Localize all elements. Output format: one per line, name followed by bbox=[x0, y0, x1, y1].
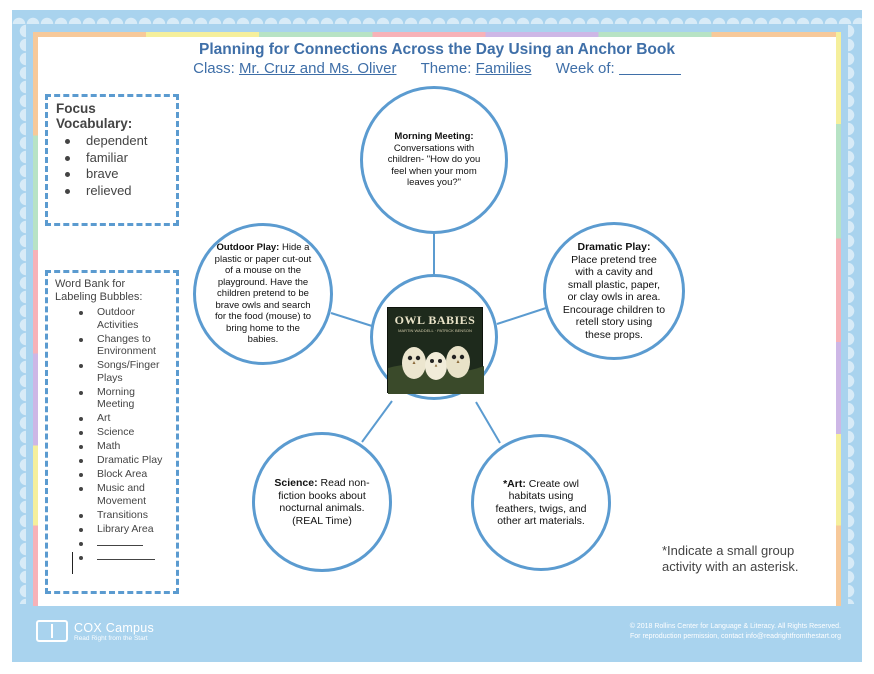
permission-text: For reproduction permission, contact inf… bbox=[630, 633, 841, 640]
bullet-icon bbox=[79, 473, 83, 477]
bubble-outdoor-play[interactable]: Outdoor Play: Hide a plastic or paper cu… bbox=[193, 223, 333, 365]
word-bank-item: Outdoor Activities bbox=[55, 306, 169, 331]
bubble-science[interactable]: Science: Read non-fiction books about no… bbox=[252, 432, 392, 572]
word-bank-item: Music and Movement bbox=[55, 482, 169, 507]
word-bank-item: Art bbox=[55, 412, 169, 425]
class-info-line: Class: Mr. Cruz and Ms. Oliver Theme: Fa… bbox=[33, 60, 841, 77]
word-bank-item: Math bbox=[55, 440, 169, 453]
bullet-icon bbox=[79, 364, 83, 368]
book-credit: MARTIN WADDELL · PATRICK BENSON bbox=[398, 328, 472, 333]
bullet-icon bbox=[79, 431, 83, 435]
rainbow-stripe-top bbox=[33, 32, 841, 37]
page-title: Planning for Connections Across the Day … bbox=[199, 41, 675, 58]
connector-dramatic bbox=[496, 307, 547, 325]
bullet-icon bbox=[79, 541, 83, 546]
anchor-book-cover: OWL BABIES MARTIN WADDELL · PATRICK BENS… bbox=[387, 307, 484, 394]
bullet-icon bbox=[79, 513, 83, 518]
bubble-text: Hide a plastic or paper cut-out of a mou… bbox=[214, 242, 312, 346]
bubble-dramatic-play[interactable]: Dramatic Play:Place pretend tree with a … bbox=[543, 222, 685, 360]
bullet-icon bbox=[79, 311, 83, 315]
class-value[interactable]: Mr. Cruz and Ms. Oliver bbox=[238, 60, 397, 77]
bullet-icon bbox=[79, 555, 83, 560]
bullet-icon bbox=[79, 527, 83, 532]
vocabulary-item: brave bbox=[56, 166, 168, 183]
word-bank-item: Science bbox=[55, 426, 169, 439]
bubble-text: Place pretend tree with a cavity and sma… bbox=[562, 253, 666, 341]
vocabulary-item: dependent bbox=[56, 133, 168, 150]
word-bank-blank-item[interactable] bbox=[55, 551, 169, 564]
connector-art bbox=[475, 401, 501, 444]
word-bank-blank-item[interactable] bbox=[55, 537, 169, 550]
bullet-icon bbox=[65, 139, 70, 144]
scalloped-border-left bbox=[12, 24, 26, 604]
scalloped-border-right bbox=[848, 24, 862, 604]
book-title: OWL BABIES bbox=[394, 313, 476, 327]
blank-line-field[interactable] bbox=[97, 537, 143, 546]
bubble-label: Dramatic Play: bbox=[577, 241, 651, 253]
vocabulary-item: familiar bbox=[56, 150, 168, 167]
focus-vocabulary-box: Focus Vocabulary: dependent familiar bra… bbox=[45, 94, 179, 226]
copyright-block: © 2018 Rollins Center for Language & Lit… bbox=[630, 622, 841, 642]
bubble-morning-meeting[interactable]: Morning Meeting:Conversations with child… bbox=[360, 86, 508, 234]
word-bank-heading: Word Bank for Labeling Bubbles: bbox=[55, 278, 143, 303]
bubble-label: Morning Meeting: bbox=[394, 131, 474, 143]
bullet-icon bbox=[65, 155, 70, 161]
bubble-label: *Art: bbox=[503, 477, 526, 490]
blank-line-field[interactable] bbox=[97, 551, 155, 560]
bubble-art[interactable]: *Art: Create owl habitats using feathers… bbox=[471, 434, 611, 571]
word-bank-item: Block Area bbox=[55, 468, 169, 481]
word-bank-item: Dramatic Play bbox=[55, 454, 169, 467]
rainbow-stripe-left bbox=[33, 32, 38, 606]
bullet-icon bbox=[79, 459, 83, 463]
word-bank-item: Songs/Finger Plays bbox=[55, 359, 169, 384]
bubble-text: Read non-fiction books about nocturnal a… bbox=[278, 477, 370, 527]
bullet-icon bbox=[79, 390, 83, 395]
week-blank-field[interactable] bbox=[618, 61, 681, 75]
logo-name: COX Campus bbox=[74, 620, 155, 635]
open-book-icon bbox=[36, 620, 68, 642]
bubble-label: Outdoor Play: bbox=[216, 242, 280, 254]
bullet-icon bbox=[65, 172, 70, 177]
word-bank-item: Changes to Environment bbox=[55, 333, 169, 358]
class-label: Class: bbox=[193, 60, 235, 77]
vocabulary-item: relieved bbox=[56, 183, 168, 200]
bullet-icon bbox=[79, 337, 83, 342]
word-bank-item: Transitions bbox=[55, 509, 169, 522]
rainbow-stripe-right bbox=[836, 32, 841, 606]
vocabulary-list: dependent familiar brave relieved bbox=[56, 133, 168, 199]
word-bank-list: Outdoor Activities Changes to Environmen… bbox=[55, 306, 169, 563]
scalloped-border bbox=[12, 10, 862, 24]
bubble-text: Conversations with children- "How do you… bbox=[387, 142, 481, 189]
vocabulary-heading: Focus Vocabulary: bbox=[56, 101, 133, 131]
bullet-icon bbox=[79, 417, 83, 421]
bullet-icon bbox=[65, 188, 70, 194]
connector-outdoor bbox=[330, 312, 373, 327]
bubble-text: Create owl habitats using feathers, twig… bbox=[495, 477, 587, 528]
logo-tagline: Read Right from the Start bbox=[74, 634, 148, 642]
bubble-label: Science: bbox=[274, 477, 318, 489]
text-cursor bbox=[72, 552, 73, 574]
theme-value[interactable]: Families bbox=[475, 60, 532, 77]
word-bank-item: Morning Meeting bbox=[55, 386, 169, 411]
bullet-icon bbox=[79, 487, 83, 491]
cox-campus-logo[interactable]: COX Campus Read Right from the Start bbox=[36, 620, 154, 642]
asterisk-note: *Indicate a small group activity with an… bbox=[662, 543, 799, 574]
connector-science bbox=[361, 400, 393, 443]
word-bank-item: Library Area bbox=[55, 523, 169, 536]
week-label: Week of: bbox=[555, 60, 615, 77]
owls-illustration-icon bbox=[388, 346, 484, 394]
word-bank-box: Word Bank for Labeling Bubbles: Outdoor … bbox=[45, 270, 179, 594]
copyright-text: © 2018 Rollins Center for Language & Lit… bbox=[629, 623, 841, 630]
bullet-icon bbox=[79, 445, 83, 449]
theme-label: Theme: bbox=[420, 60, 472, 77]
